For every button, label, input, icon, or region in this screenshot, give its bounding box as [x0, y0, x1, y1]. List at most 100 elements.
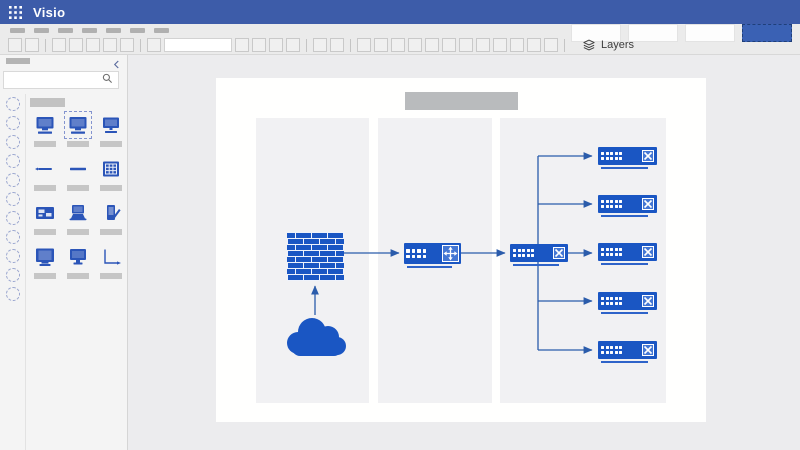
stencil-shape[interactable] — [95, 113, 127, 147]
toolbar-button[interactable] — [527, 38, 541, 52]
shape-search-input[interactable] — [4, 73, 102, 87]
menu-item-placeholder[interactable] — [58, 28, 73, 33]
sidebar-body — [0, 94, 128, 450]
menu-item-placeholder[interactable] — [130, 28, 145, 33]
shape-label-placeholder — [67, 273, 89, 279]
stencil-shape[interactable] — [95, 201, 127, 235]
toolbar-button[interactable] — [425, 38, 439, 52]
toolbar-button[interactable] — [25, 38, 39, 52]
toolbar-button[interactable] — [69, 38, 83, 52]
toolbar-button[interactable] — [459, 38, 473, 52]
pda-icon — [99, 201, 123, 225]
switch-ports — [601, 200, 623, 208]
app-launcher-waffle-icon[interactable] — [9, 5, 22, 19]
shape-label-placeholder — [34, 229, 56, 235]
toolbar-button[interactable] — [8, 38, 22, 52]
menu-item-placeholder[interactable] — [106, 28, 121, 33]
header-button-placeholder[interactable] — [571, 24, 621, 42]
stencil-shape[interactable] — [62, 111, 94, 147]
chevron-left-icon[interactable] — [113, 56, 120, 74]
toolbar-button[interactable] — [147, 38, 161, 52]
stencil-shape[interactable] — [95, 157, 127, 191]
stencil-shape[interactable] — [95, 245, 127, 279]
diagram-title-placeholder[interactable] — [405, 92, 518, 110]
stencil-tab[interactable] — [5, 135, 20, 149]
toolbar-button[interactable] — [408, 38, 422, 52]
drawing-page[interactable] — [216, 78, 706, 422]
toolbar-button[interactable] — [330, 38, 344, 52]
toolbar-button[interactable] — [52, 38, 66, 52]
corner-connector-icon — [99, 245, 123, 269]
stencil-tab[interactable] — [5, 173, 20, 187]
stencil-tab[interactable] — [5, 211, 20, 225]
toolbar-button[interactable] — [357, 38, 371, 52]
router-ports — [406, 249, 426, 258]
header-button-placeholder[interactable] — [685, 24, 735, 42]
menu-item-placeholder[interactable] — [34, 28, 49, 33]
toolbar-button[interactable] — [374, 38, 388, 52]
internet-cloud-shape[interactable] — [283, 316, 347, 358]
toolbar-button[interactable] — [313, 38, 327, 52]
switch-x-icon — [642, 295, 654, 307]
network-switch-shape[interactable] — [598, 341, 657, 363]
sidebar-title-placeholder — [6, 58, 30, 64]
switch-x-icon — [642, 150, 654, 162]
stencil-shape[interactable] — [62, 201, 94, 235]
network-switch-shape[interactable] — [598, 243, 657, 265]
switch-ports — [601, 297, 623, 305]
toolbar-button[interactable] — [544, 38, 558, 52]
toolbar-button[interactable] — [103, 38, 117, 52]
stencil-tab[interactable] — [5, 154, 20, 168]
toolbar-button[interactable] — [391, 38, 405, 52]
toolbar-combobox[interactable] — [164, 38, 232, 52]
shape-search-box[interactable] — [3, 71, 119, 89]
drawing-canvas[interactable] — [128, 55, 800, 450]
toolbar-button[interactable] — [286, 38, 300, 52]
stencil-tab[interactable] — [5, 287, 20, 301]
toolbar-separator — [45, 38, 46, 52]
switch-x-icon — [642, 344, 654, 356]
main-switch-shape[interactable] — [510, 244, 568, 266]
toolbar-button[interactable] — [252, 38, 266, 52]
stencil-tab-strip — [0, 94, 26, 450]
header-button-placeholder[interactable] — [742, 24, 792, 42]
menu-item-placeholder[interactable] — [10, 28, 25, 33]
expansion-card-icon — [33, 201, 57, 225]
router-shape[interactable] — [404, 243, 461, 268]
switch-ports — [601, 248, 623, 256]
layers-button[interactable]: Layers — [577, 38, 639, 52]
toolbar-button[interactable] — [235, 38, 249, 52]
stencil-tab[interactable] — [5, 249, 20, 263]
stencil-tab[interactable] — [5, 268, 20, 282]
toolbar-button[interactable] — [493, 38, 507, 52]
menu-bar — [10, 28, 169, 33]
toolbar-button[interactable] — [86, 38, 100, 52]
header-button-placeholder[interactable] — [628, 24, 678, 42]
network-switch-shape[interactable] — [598, 195, 657, 217]
toolbar-button[interactable] — [269, 38, 283, 52]
menu-item-placeholder[interactable] — [154, 28, 169, 33]
stencil-shape[interactable] — [29, 245, 61, 279]
menu-item-placeholder[interactable] — [82, 28, 97, 33]
monitor-icon — [99, 113, 123, 137]
app-title: Visio — [33, 4, 66, 20]
toolbar-button[interactable] — [510, 38, 524, 52]
stencil-shape[interactable] — [62, 245, 94, 279]
stencil-shape[interactable] — [29, 157, 61, 191]
network-switch-shape[interactable] — [598, 147, 657, 169]
stencil-shape[interactable] — [29, 113, 61, 147]
network-switch-shape[interactable] — [598, 292, 657, 314]
toolbar-button[interactable] — [120, 38, 134, 52]
stencil-shape[interactable] — [62, 157, 94, 191]
stencil-shape[interactable] — [29, 201, 61, 235]
firewall-shape[interactable] — [287, 232, 344, 281]
toolbar-button[interactable] — [442, 38, 456, 52]
stencil-tab[interactable] — [5, 230, 20, 244]
toolbar-button[interactable] — [476, 38, 490, 52]
line-icon — [66, 157, 90, 181]
stencil-tab[interactable] — [5, 192, 20, 206]
stencil-tab[interactable] — [5, 116, 20, 130]
stencil-tab[interactable] — [5, 97, 20, 111]
crt-monitor-icon — [33, 245, 57, 269]
toolbar-separator — [140, 38, 141, 52]
